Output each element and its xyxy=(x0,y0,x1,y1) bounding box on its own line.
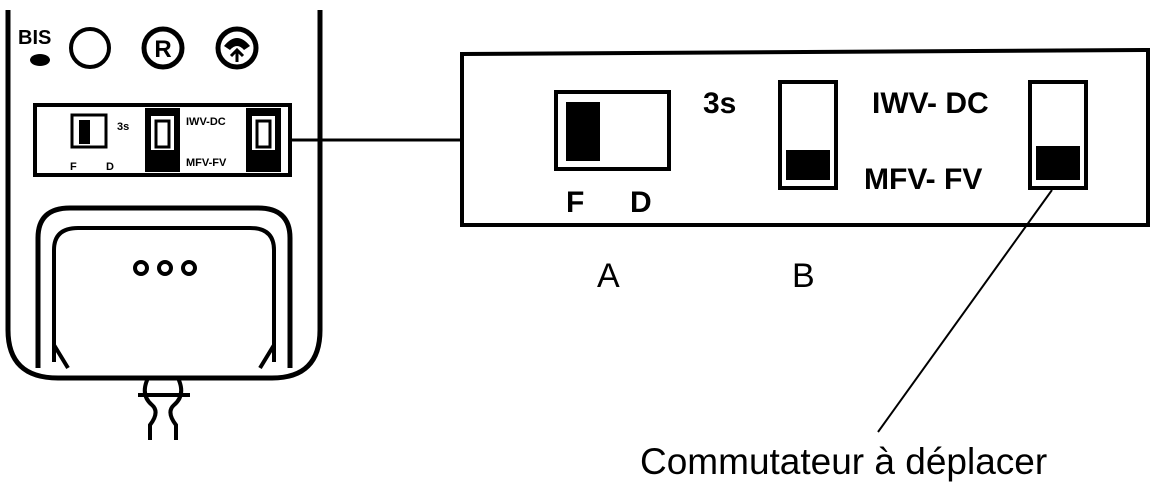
switch-a-label-f: F xyxy=(566,186,584,219)
switch-b: 3s xyxy=(703,80,838,190)
telephone-body: BIS R F D 3s IWV-DC MFV-FV xyxy=(5,10,323,440)
phone-cord-icon xyxy=(138,377,190,440)
bis-led-icon xyxy=(30,54,50,66)
small-iwv-dc-label: IWV-DC xyxy=(186,116,226,128)
callout-label: Commutateur à déplacer xyxy=(640,441,1047,482)
small-3s-label: 3s xyxy=(117,121,129,133)
switch-c: IWV- DC MFV- FV xyxy=(864,80,1088,196)
small-d-label: D xyxy=(106,161,114,173)
switch-a-label-d: D xyxy=(630,186,652,219)
handset-cradle xyxy=(35,205,293,370)
switch-c-label-bottom: MFV- FV xyxy=(864,163,982,196)
callout-pointer-line xyxy=(877,189,1053,433)
small-switch-panel: F D 3s IWV-DC MFV-FV xyxy=(33,103,292,177)
switch-b-label: 3s xyxy=(703,87,736,120)
small-mfv-fv-label: MFV-FV xyxy=(186,157,227,169)
r-button-label: R xyxy=(154,36,171,63)
switch-a: F D xyxy=(554,90,671,219)
caption-b: B xyxy=(792,257,815,295)
bis-button xyxy=(69,27,111,69)
r-button xyxy=(141,26,185,70)
small-f-label: F xyxy=(70,161,77,173)
switch-c-label-top: IWV- DC xyxy=(872,87,989,120)
handset-button-icon xyxy=(215,26,259,70)
zoomed-switch-panel: F D 3s IWV- DC MFV- FV xyxy=(460,47,1150,227)
phone-outline xyxy=(5,10,323,381)
caption-a: A xyxy=(597,257,620,295)
bis-label: BIS xyxy=(18,27,51,49)
